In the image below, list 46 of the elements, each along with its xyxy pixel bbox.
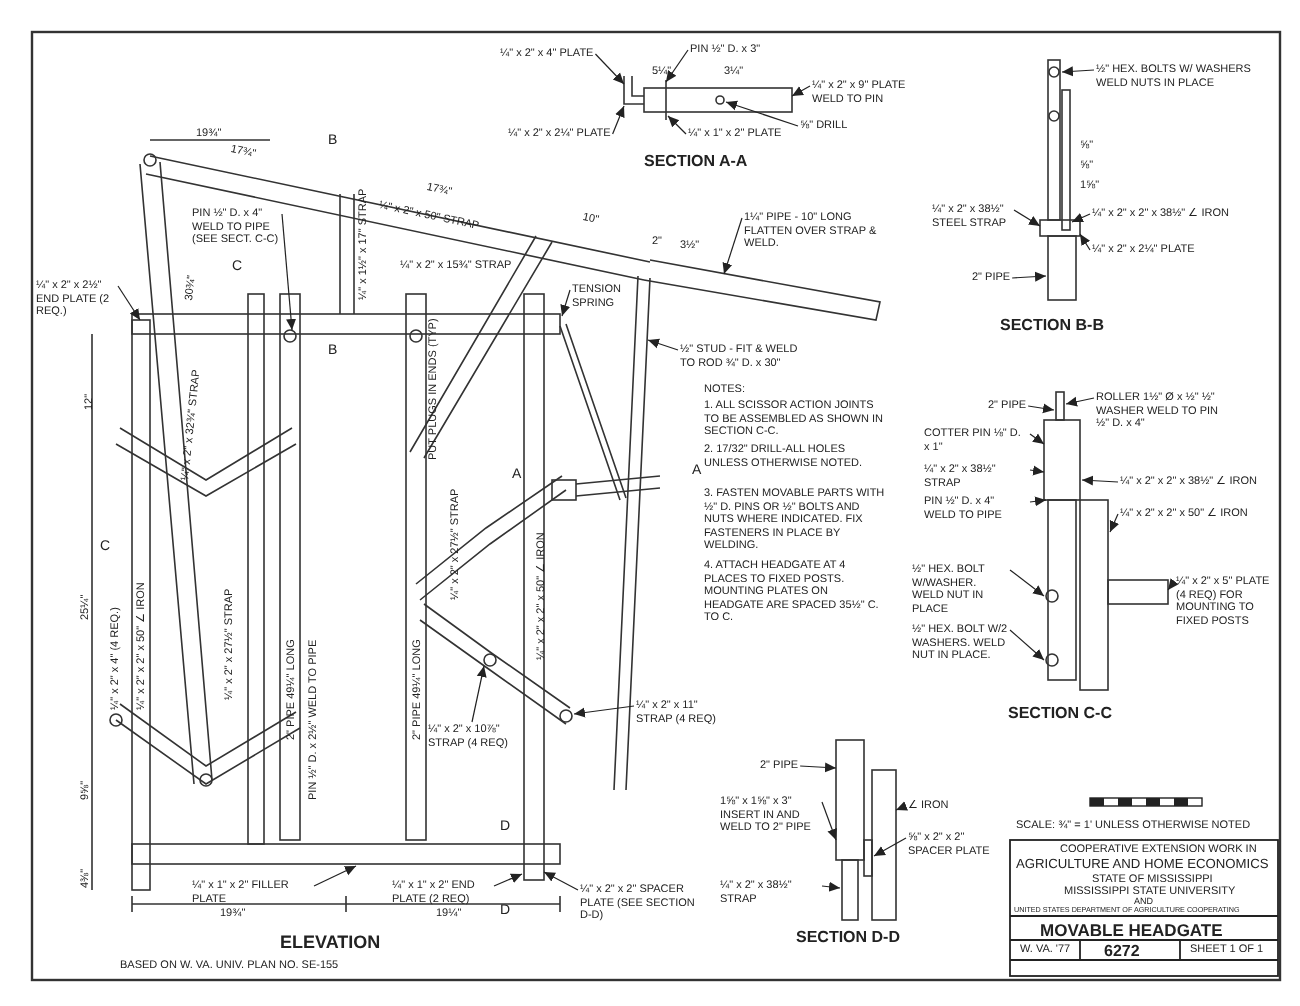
section-title: SECTION C-C <box>1008 704 1112 722</box>
leader-line <box>791 85 811 97</box>
leader-line <box>665 49 689 83</box>
leader-line <box>1065 396 1095 407</box>
leader-line <box>895 801 909 811</box>
section-title: SECTION B-B <box>1000 316 1104 334</box>
leader-line <box>1029 465 1045 476</box>
leader-line <box>1027 403 1055 414</box>
leader-line <box>573 705 635 718</box>
drawing-number: 6272 <box>1104 942 1140 960</box>
leader-line <box>612 105 625 135</box>
leader-line <box>1071 212 1091 223</box>
section-a-a-drawing <box>623 75 793 121</box>
leader-line <box>821 801 837 841</box>
leader-line <box>493 873 523 887</box>
leader-line <box>1109 513 1120 533</box>
leader-line <box>1167 578 1179 591</box>
leader-line <box>594 53 625 85</box>
leader-line <box>873 837 907 857</box>
leader-line <box>722 217 743 275</box>
leader-line <box>1013 209 1041 227</box>
leader-line <box>471 665 487 723</box>
leader-line <box>1081 475 1119 486</box>
section-title: SECTION A-A <box>644 152 748 170</box>
section-title: SECTION D-D <box>796 928 900 946</box>
leader-line <box>725 100 799 127</box>
leader-line <box>313 865 357 887</box>
leader-line <box>821 881 841 892</box>
leader-line <box>799 762 837 773</box>
leader-line <box>647 338 679 351</box>
leader-line <box>281 213 297 331</box>
view-title: ELEVATION <box>280 932 381 952</box>
leader-line <box>1009 629 1045 661</box>
section-d-d-drawing <box>835 739 897 921</box>
leader-line <box>1029 433 1045 445</box>
leader-line <box>1079 233 1091 251</box>
leader-line <box>1061 66 1095 77</box>
leader-line <box>1009 569 1045 597</box>
leader-line <box>117 285 141 321</box>
leader-line <box>1029 496 1047 507</box>
drawing-title: MOVABLE HEADGATE <box>1040 922 1223 941</box>
leader-line <box>543 871 579 891</box>
leader-line <box>667 115 687 135</box>
leader-line <box>560 289 571 317</box>
leader-line <box>1011 271 1047 282</box>
section-b-b-drawing <box>1039 59 1081 301</box>
